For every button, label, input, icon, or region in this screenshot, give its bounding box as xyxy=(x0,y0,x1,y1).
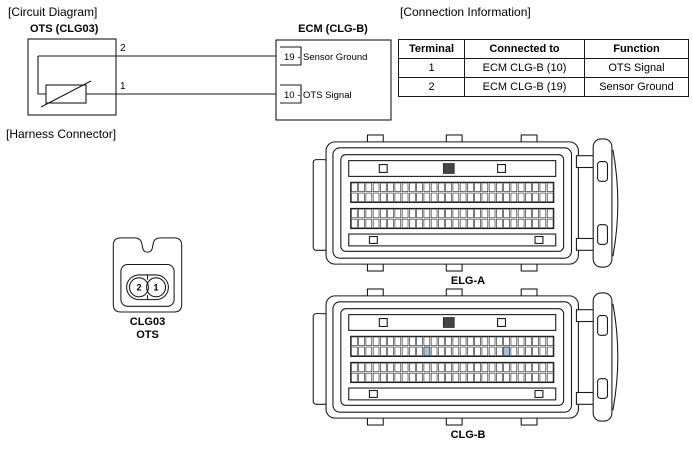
bottom-slot xyxy=(348,387,557,401)
cell-terminal: 1 xyxy=(398,58,465,78)
connector-face xyxy=(340,154,565,252)
circuit-diagram: OTS (CLG03) 2 1 ECM (CLG-B) 19 - Sensor … xyxy=(27,23,392,121)
ecm-box xyxy=(275,39,392,121)
connection-information-section-label: [Connection Information] xyxy=(400,5,531,19)
connection-table-header-row: Terminal Connected to Function xyxy=(398,39,689,59)
lever-window xyxy=(597,224,609,245)
slot-key xyxy=(497,318,506,327)
slot-key xyxy=(534,235,544,244)
housing-inner-outline xyxy=(332,301,573,413)
harness-pin-1-number: 1 xyxy=(154,283,159,293)
ots-internal-wire xyxy=(37,56,46,95)
pin-band-upper-outline xyxy=(350,181,555,203)
ecm-pin-19-label: 19 - Sensor Ground xyxy=(284,52,367,63)
lever-window xyxy=(597,315,609,336)
ecm-connector-elg-a xyxy=(312,134,619,272)
ecm-connector-elg-a-label: ELG-A xyxy=(450,275,486,287)
ecm-pin-10-terminal xyxy=(280,84,302,104)
pin-grid-lower xyxy=(351,362,554,383)
terminal-1-number: 1 xyxy=(120,81,126,92)
terminal-2-cavity xyxy=(128,277,149,298)
slot-key xyxy=(378,164,388,173)
pin-band-upper-outline xyxy=(350,335,555,357)
lock-lever xyxy=(592,138,613,268)
harness-connector-code: CLG03 xyxy=(129,316,166,328)
ecm-connector-clg-b xyxy=(312,288,619,426)
highlighted-pin-19 xyxy=(503,346,510,357)
table-row: 1 ECM CLG-B (10) OTS Signal xyxy=(398,58,689,78)
lever-outer-edge xyxy=(612,303,619,411)
slot-lock xyxy=(442,163,455,174)
left-mount-rail xyxy=(312,313,328,405)
pin-grid-upper xyxy=(351,182,554,203)
connector-inner-outline xyxy=(120,263,175,307)
harness-pin-2-number: 2 xyxy=(136,283,141,293)
cell-terminal: 2 xyxy=(398,77,465,97)
pin-band-lower-outline xyxy=(350,361,555,384)
column-header-terminal: Terminal xyxy=(398,39,465,59)
pin-grid-upper xyxy=(351,336,554,357)
column-header-function: Function xyxy=(584,39,689,59)
slot-key xyxy=(368,235,378,244)
lever-window xyxy=(597,161,609,182)
ecm-connector-clg-b-label: CLG-B xyxy=(450,429,486,441)
pin-band-lower-outline xyxy=(350,207,555,230)
left-mount-rail xyxy=(312,159,328,251)
lock-lever xyxy=(592,292,613,422)
ecm-pin-19-terminal xyxy=(280,46,302,66)
slot-key xyxy=(368,389,378,398)
cell-function: Sensor Ground xyxy=(584,77,689,97)
bottom-slot xyxy=(348,233,557,247)
harness-connector-name: OTS xyxy=(136,329,159,341)
lever-window xyxy=(597,378,609,399)
thermistor-symbol xyxy=(45,84,87,104)
slot-lock xyxy=(442,317,455,328)
pin-grid-lower xyxy=(351,208,554,229)
terminal-1-cavity xyxy=(146,277,167,298)
cell-function: OTS Signal xyxy=(584,58,689,78)
slot-key xyxy=(378,318,388,327)
housing-inner-outline xyxy=(332,147,573,259)
slot-key xyxy=(534,389,544,398)
lever-outer-edge xyxy=(612,149,619,257)
column-header-connected-to: Connected to xyxy=(464,39,585,59)
harness-connector-clg03: 2 1 xyxy=(112,237,183,313)
cell-connected-to: ECM CLG-B (19) xyxy=(464,77,585,97)
connector-face xyxy=(340,308,565,406)
top-slot xyxy=(348,160,557,177)
ecm-pin-10-label: 10 - OTS Signal xyxy=(284,90,352,101)
connection-table: Terminal Connected to Function 1 ECM CLG… xyxy=(398,39,689,97)
slot-key xyxy=(497,164,506,173)
ots-label: OTS (CLG03) xyxy=(30,23,99,35)
ots-box xyxy=(27,38,117,116)
ecm-label: ECM (CLG-B) xyxy=(298,23,368,35)
terminal-2-number: 2 xyxy=(120,43,126,54)
thermistor-diagonal xyxy=(40,80,92,108)
circuit-diagram-section-label: [Circuit Diagram] xyxy=(8,5,98,19)
highlighted-pin-10 xyxy=(423,346,431,357)
cell-connected-to: ECM CLG-B (10) xyxy=(464,58,585,78)
table-row: 2 ECM CLG-B (19) Sensor Ground xyxy=(398,77,689,97)
harness-connector-section-label: [Harness Connector] xyxy=(6,127,117,141)
top-slot xyxy=(348,314,557,331)
